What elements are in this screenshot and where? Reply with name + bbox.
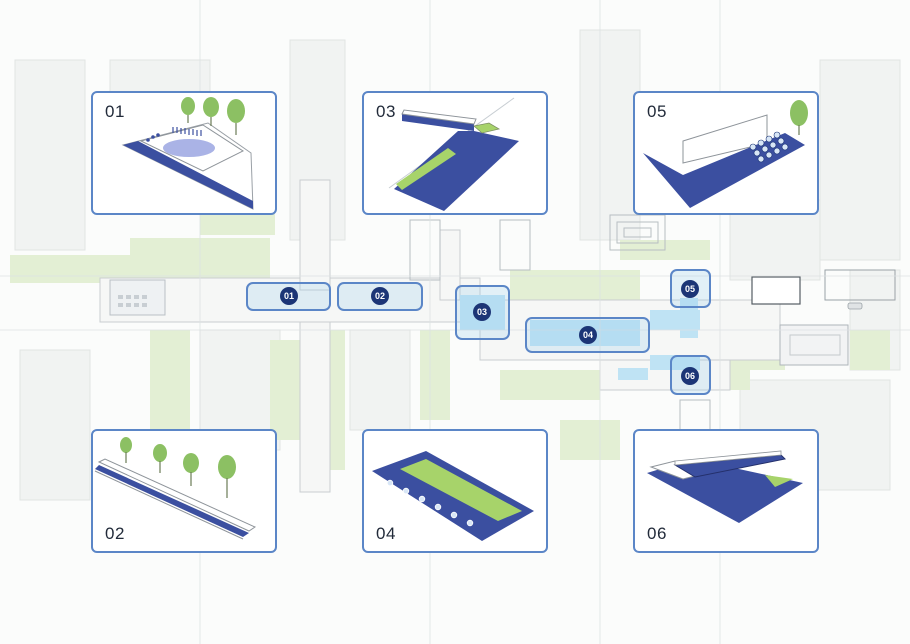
callout-area-04[interactable]: [525, 317, 650, 353]
panel-label: 02: [105, 524, 125, 543]
marker-02[interactable]: 02: [371, 287, 389, 305]
panel-05: 05: [633, 91, 819, 215]
marker-03[interactable]: 03: [473, 303, 491, 321]
marker-04[interactable]: 04: [579, 326, 597, 344]
panel-03-illustration: [388, 97, 519, 211]
panel-01-illustration: [121, 97, 254, 210]
panel-04: 04: [362, 429, 548, 553]
panel-05-illustration: [643, 100, 808, 208]
panel-06-illustration: [647, 450, 803, 523]
panel-label: 06: [647, 524, 667, 543]
panel-02: 02: [91, 429, 277, 553]
panel-06: 06: [633, 429, 819, 553]
marker-06[interactable]: 06: [681, 367, 699, 385]
panel-03: 03: [362, 91, 548, 215]
panel-label: 01: [105, 102, 125, 121]
panel-label: 04: [376, 524, 396, 543]
marker-05[interactable]: 05: [681, 280, 699, 298]
callout-area-06[interactable]: [670, 355, 711, 395]
panel-02-illustration: [94, 437, 257, 540]
panel-04-illustration: [372, 451, 534, 541]
panel-label: 05: [647, 102, 667, 121]
marker-01[interactable]: 01: [280, 287, 298, 305]
panel-01: 01: [91, 91, 277, 215]
callout-area-05[interactable]: [670, 269, 711, 308]
panel-label: 03: [376, 102, 396, 121]
